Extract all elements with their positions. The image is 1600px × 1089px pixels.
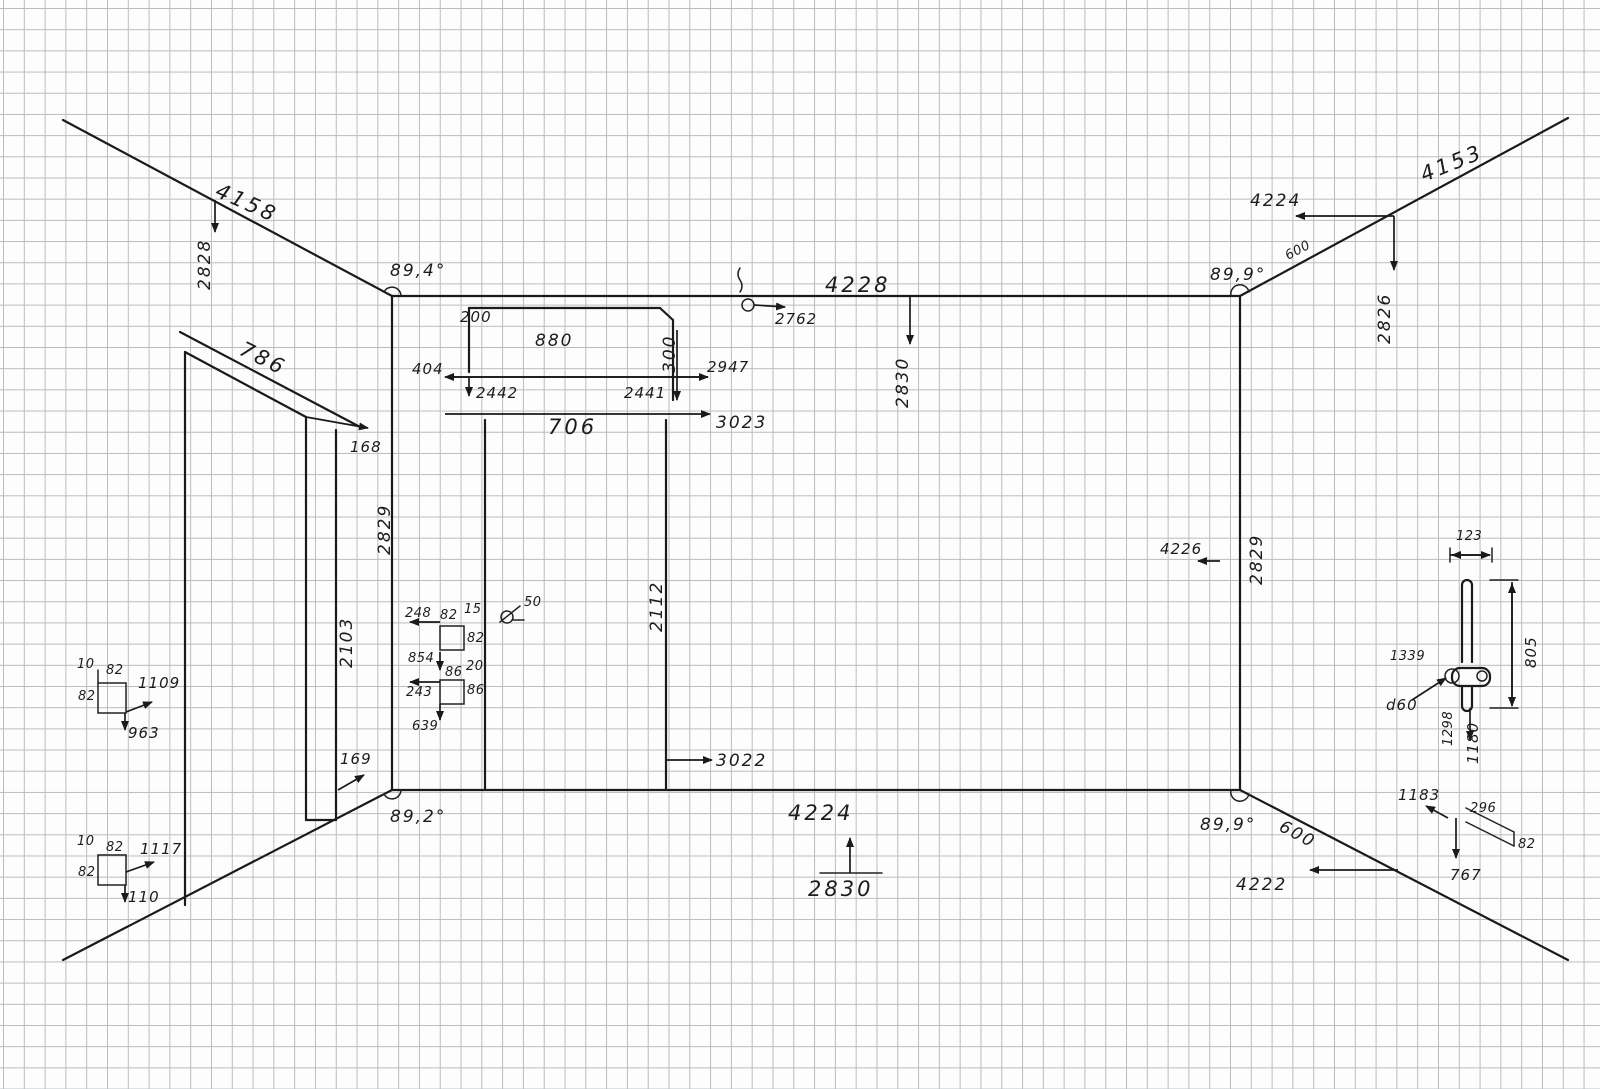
label-floor-height: 2830 <box>808 877 873 901</box>
window-outline <box>444 306 713 792</box>
label-pipe-diameter: 50 <box>524 595 542 610</box>
label-top-left-angle: 89,4° <box>390 261 446 281</box>
label-window-depth: 300 <box>660 335 680 373</box>
label-socket-upper-x: 248 <box>405 606 431 621</box>
label-left-socket1-h: 82 <box>78 689 96 704</box>
right-wall-socket <box>1425 805 1515 859</box>
label-rail-pipe-diameter: d60 <box>1386 696 1418 714</box>
label-left-socket2-b: 82 <box>106 840 124 855</box>
label-socket-upper-h: 82 <box>467 631 485 646</box>
label-left-socket2-y: 110 <box>128 888 160 906</box>
label-back-wall-bottom: 4224 <box>788 801 853 825</box>
label-bottom-right-angle: 89,9° <box>1200 815 1256 835</box>
label-left-socket1-y: 963 <box>128 724 160 742</box>
label-right-top-length: 4224 <box>1250 191 1301 211</box>
label-window-opening-width: 706 <box>548 415 597 439</box>
left-wall-sockets <box>97 669 155 903</box>
label-window-left-offset: 404 <box>412 360 444 378</box>
label-ceiling-point: 2762 <box>775 310 817 328</box>
label-door-offset: 168 <box>350 438 382 456</box>
label-left-socket1-b: 82 <box>106 663 124 678</box>
label-left-height-marker: 2828 <box>195 239 215 290</box>
label-window-bottom-right: 3022 <box>716 751 767 771</box>
label-window-top-left: 200 <box>460 308 492 326</box>
label-center-height: 2830 <box>893 357 913 408</box>
corner-arcs <box>383 284 1250 802</box>
height-markers <box>211 200 1398 874</box>
label-window-left-mark: 2442 <box>476 384 518 402</box>
label-right-bottom-length: 4222 <box>1236 875 1287 895</box>
label-right-socket-w: 296 <box>1470 801 1496 816</box>
label-right-socket-y: 767 <box>1450 866 1482 884</box>
label-right-socket-x: 1183 <box>1398 786 1440 804</box>
label-left-socket1-a: 10 <box>77 657 95 672</box>
label-right-top-diagonal: 4153 <box>1417 140 1487 187</box>
label-rail-height: 805 <box>1522 636 1540 668</box>
label-door-height: 2103 <box>337 617 357 668</box>
label-left-socket2-x: 1117 <box>140 840 182 858</box>
label-left-socket2-a: 10 <box>77 834 95 849</box>
label-socket-lower-y: 639 <box>412 719 438 734</box>
label-right-height-marker: 2826 <box>1375 293 1395 344</box>
label-window-right-mark: 2441 <box>624 384 666 402</box>
label-rail-pipe-a: 1298 <box>1441 711 1456 746</box>
label-left-socket2-h: 82 <box>78 865 96 880</box>
label-back-wall-top: 4228 <box>825 273 890 297</box>
right-wall-rail <box>1411 547 1519 741</box>
label-door-width: 786 <box>236 337 291 380</box>
label-left-height: 2829 <box>375 504 395 555</box>
label-window-height: 2112 <box>647 581 667 632</box>
back-wall <box>390 294 1242 792</box>
label-rail-width: 123 <box>1456 529 1482 544</box>
label-socket-upper-a: 15 <box>464 602 482 617</box>
label-bottom-left-angle: 89,2° <box>390 807 446 827</box>
label-socket-upper-w: 82 <box>440 608 458 623</box>
label-socket-lower-a: 20 <box>466 659 484 674</box>
label-window-top-width: 880 <box>535 331 573 351</box>
label-right-height: 2829 <box>1247 534 1267 585</box>
label-left-top-diagonal: 4158 <box>212 179 282 228</box>
back-wall-sockets <box>409 605 525 721</box>
left-door <box>178 330 369 907</box>
label-right-socket-h: 82 <box>1518 837 1536 852</box>
perspective-lines <box>61 116 1570 962</box>
label-right-mid-length: 4226 <box>1160 540 1202 558</box>
label-rail-x: 1339 <box>1390 649 1425 664</box>
label-window-right: 2947 <box>707 358 749 376</box>
ceiling-point <box>737 267 786 312</box>
label-socket-upper-y: 854 <box>408 651 434 666</box>
label-window-opening-right: 3023 <box>716 413 767 433</box>
label-top-right-angle: 89,9° <box>1210 265 1266 285</box>
label-socket-lower-h: 86 <box>467 683 485 698</box>
label-door-bottom: 169 <box>340 750 372 768</box>
label-socket-lower-w: 86 <box>445 665 463 680</box>
label-right-bottom-offset: 600 <box>1276 817 1319 853</box>
label-rail-pipe-b: 1180 <box>1464 722 1482 764</box>
label-socket-lower-x: 243 <box>406 685 432 700</box>
label-left-socket1-x: 1109 <box>138 674 180 692</box>
